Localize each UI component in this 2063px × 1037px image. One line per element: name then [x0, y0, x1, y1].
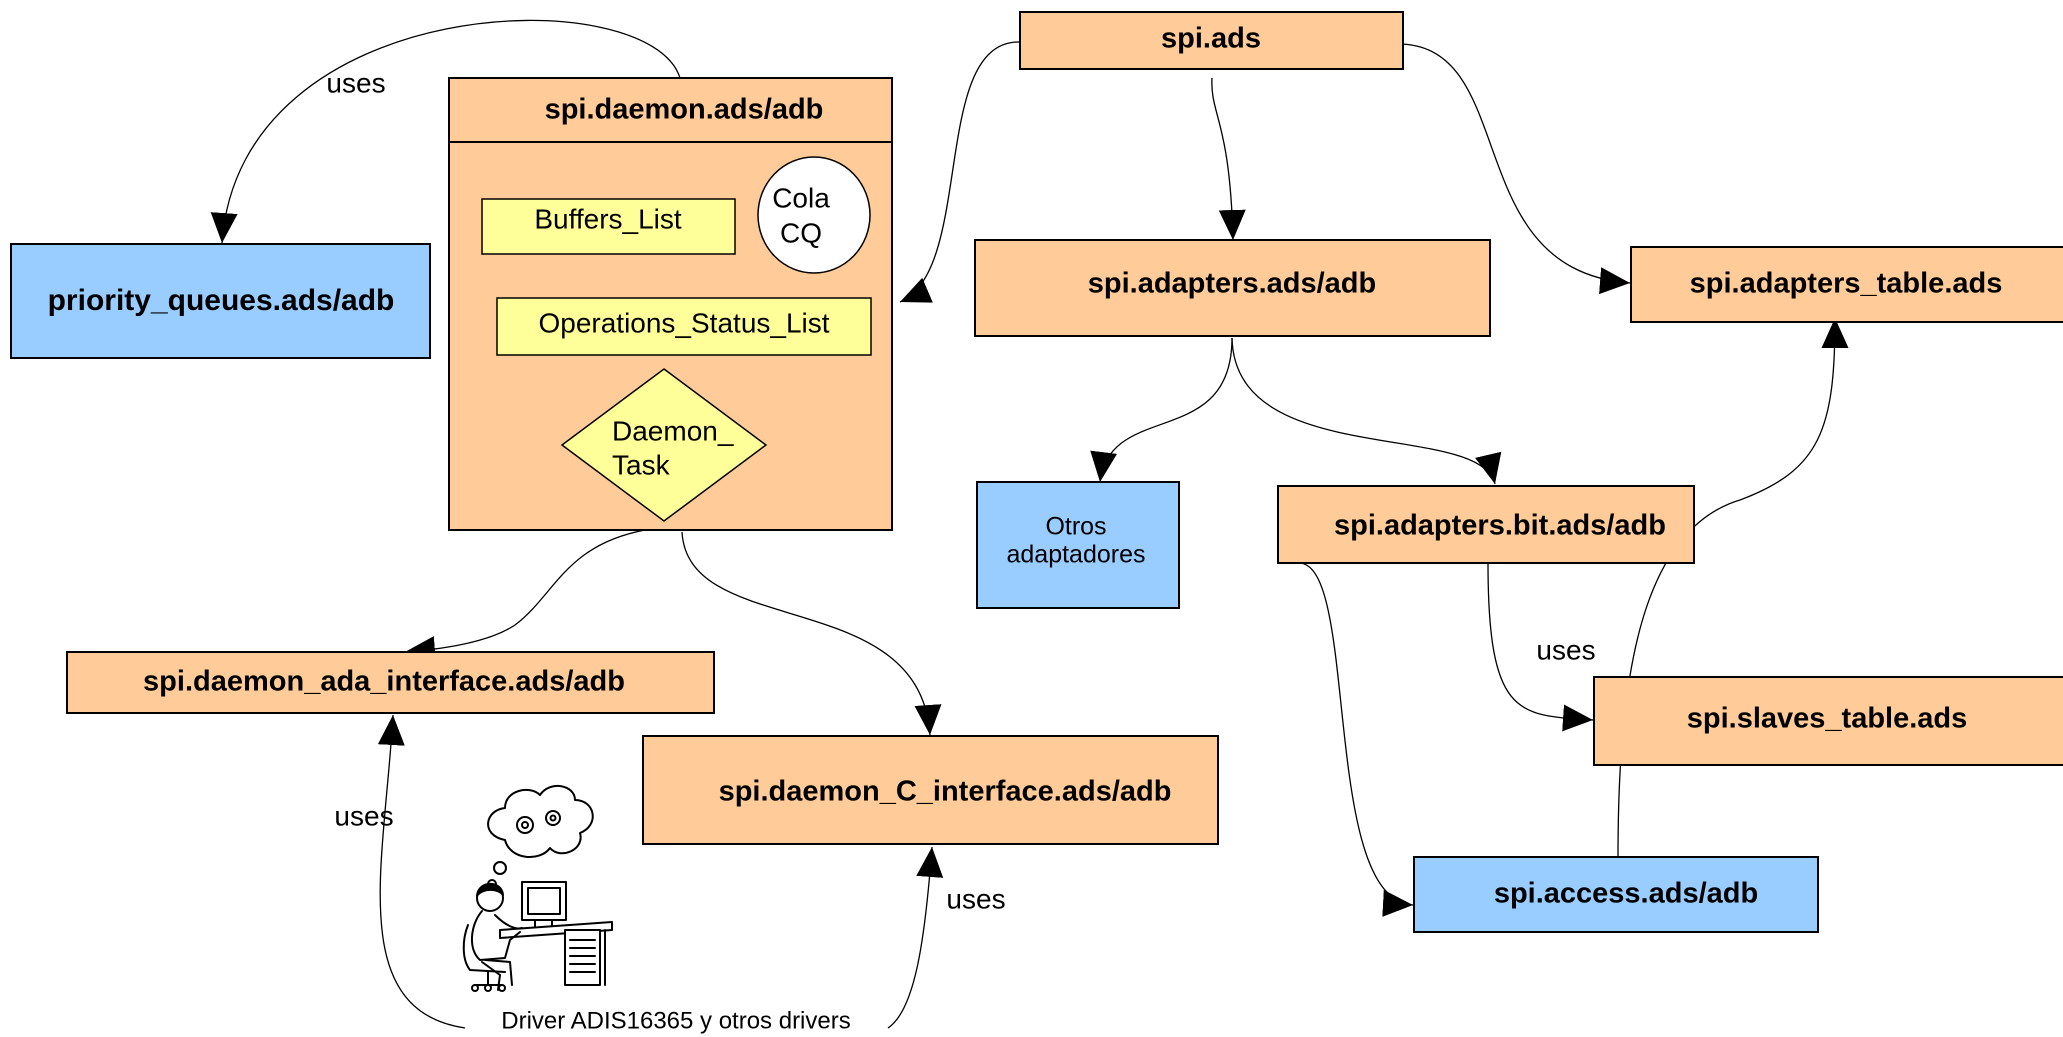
person-at-computer-icon: [462, 785, 613, 992]
edge-label-uses-c-interface: uses: [946, 883, 1005, 914]
module-label: spi.slaves_table.ads: [1687, 703, 1968, 735]
module-label: spi.ads: [1161, 23, 1261, 55]
edge-spi-ads-to-daemon: [899, 41, 1021, 303]
module-label: spi.daemon.ads/adb: [545, 94, 824, 126]
edge-spi-ads-to-adapters-table: [1401, 43, 1631, 295]
module-spi-slaves-table[interactable]: spi.slaves_table.ads: [1593, 676, 2063, 766]
edge-adapters-to-otros: [1090, 337, 1233, 483]
module-spi-adapters-table[interactable]: spi.adapters_table.ads: [1630, 246, 2063, 323]
buffers-list-label: Buffers_List: [534, 203, 682, 234]
module-spi-adapters[interactable]: spi.adapters.ads/adb: [974, 239, 1491, 337]
edge-daemon-to-priority-queues: [210, 19, 681, 244]
adaptadores-label: adaptadores: [1006, 541, 1145, 569]
module-label: spi.daemon_C_interface.ads/adb: [719, 776, 1172, 808]
module-label: spi.access.ads/adb: [1494, 878, 1758, 910]
edge-daemon-to-ada-interface: [404, 529, 646, 664]
daemon-task-diamond[interactable]: Daemon_ Task: [560, 368, 768, 522]
module-otros-adaptadores[interactable]: Otros adaptadores: [976, 481, 1180, 609]
edge-daemon-to-c-interface: [681, 531, 942, 736]
module-label: spi.adapters_table.ads: [1690, 268, 2003, 300]
otros-label: Otros: [1045, 513, 1106, 541]
edge-adapters-bit-to-slaves-table: [1487, 562, 1594, 732]
module-priority-queues[interactable]: priority_queues.ads/adb: [10, 243, 431, 359]
operations-status-list-box[interactable]: Operations_Status_List: [496, 297, 872, 356]
module-spi-ads[interactable]: spi.ads: [1019, 11, 1404, 70]
daemon-task-label-line1: Daemon_: [612, 415, 734, 446]
edge-adapters-to-adapters-bit: [1231, 337, 1502, 485]
module-label: spi.adapters.ads/adb: [1088, 268, 1377, 300]
module-label: spi.adapters.bit.ads/adb: [1334, 510, 1666, 542]
edge-drivers-to-ada-interface: [377, 714, 466, 1029]
connectors: [210, 19, 1849, 1029]
edge-adapters-bit-to-access: [1297, 562, 1414, 917]
module-label: priority_queues.ads/adb: [48, 284, 395, 317]
module-spi-adapters-bit[interactable]: spi.adapters.bit.ads/adb: [1277, 485, 1695, 564]
cola-cq-queue[interactable]: Cola CQ: [757, 156, 871, 274]
module-spi-daemon-c-interface[interactable]: spi.daemon_C_interface.ads/adb: [642, 735, 1219, 845]
module-spi-access[interactable]: spi.access.ads/adb: [1413, 856, 1819, 933]
edge-access-to-adapters-table: [1617, 317, 1849, 858]
cola-label: Cola: [772, 182, 830, 213]
module-label: spi.daemon_ada_interface.ads/adb: [143, 666, 625, 698]
edge-label-uses-priority: uses: [326, 67, 385, 98]
module-spi-daemon-ada-interface[interactable]: spi.daemon_ada_interface.ads/adb: [66, 651, 715, 714]
operations-status-list-label: Operations_Status_List: [538, 307, 829, 338]
daemon-task-label-line2: Task: [612, 449, 671, 480]
edge-label-uses-slaves: uses: [1536, 634, 1595, 665]
cq-label: CQ: [780, 217, 822, 248]
drivers-caption: Driver ADIS16365 y otros drivers: [501, 1007, 850, 1034]
edge-label-uses-ada-interface: uses: [334, 800, 393, 831]
module-spi-daemon[interactable]: spi.daemon.ads/adb Buffers_List Cola CQ …: [448, 77, 893, 531]
edge-spi-ads-to-adapters: [1211, 77, 1246, 241]
edge-drivers-to-c-interface: [887, 846, 944, 1029]
buffers-list-box[interactable]: Buffers_List: [481, 198, 736, 255]
